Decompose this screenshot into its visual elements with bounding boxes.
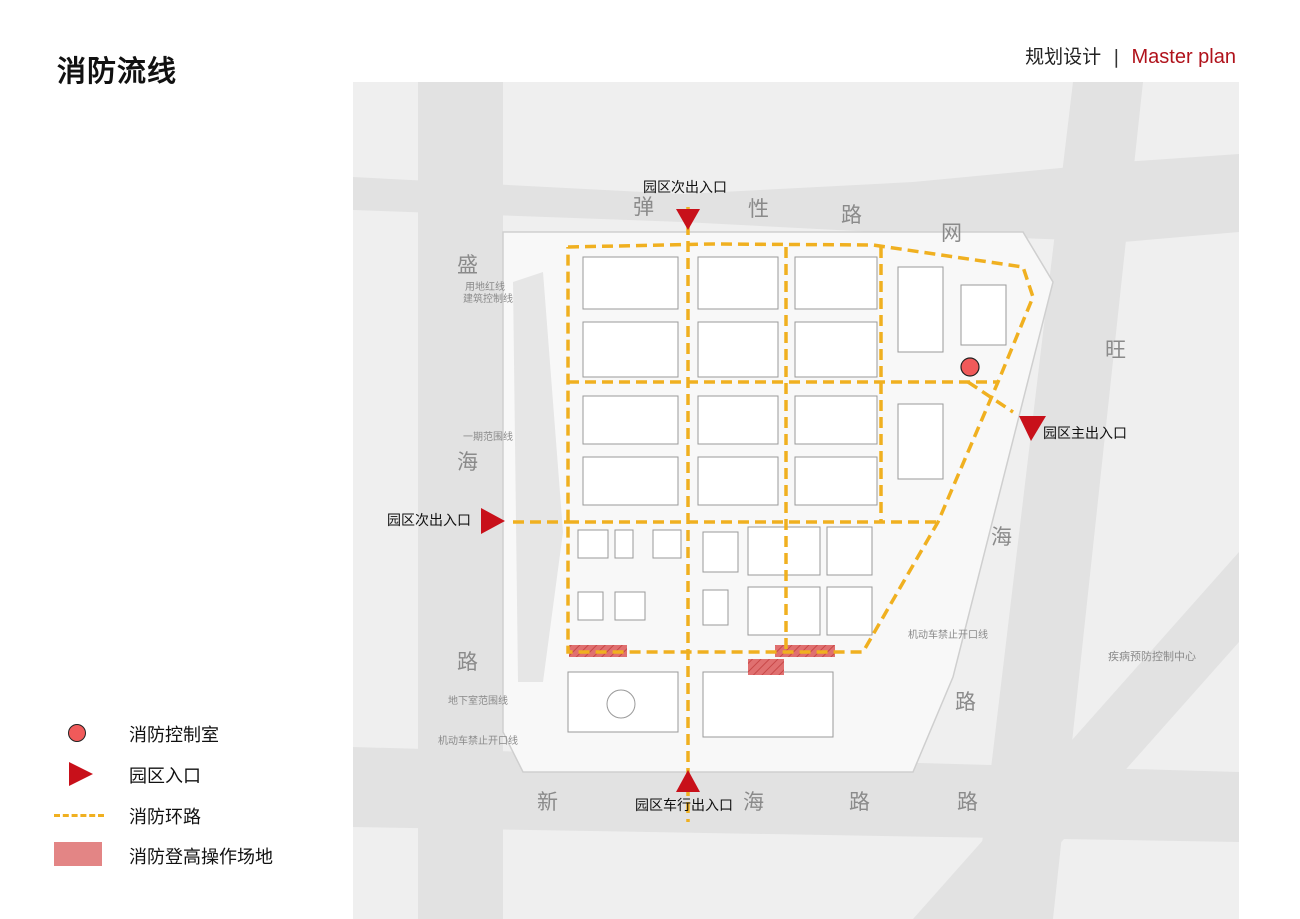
road-char: 路 bbox=[849, 790, 870, 814]
road-char: 路 bbox=[955, 690, 976, 714]
section-header: 规划设计 | Master plan bbox=[1025, 42, 1236, 69]
control-room-dot bbox=[960, 357, 980, 377]
road-char: 新 bbox=[537, 790, 558, 814]
north-entrance-label: 园区次出入口 bbox=[643, 180, 727, 196]
road-char: 网 bbox=[941, 221, 962, 245]
round-building bbox=[606, 689, 636, 719]
legend-label: 园区入口 bbox=[129, 766, 201, 787]
east-entrance-label: 园区主出入口 bbox=[1043, 426, 1127, 442]
road-char: 路 bbox=[957, 790, 978, 814]
dashed-route-icon bbox=[54, 798, 104, 832]
south-entrance-marker bbox=[676, 770, 700, 792]
road-char: 性 bbox=[748, 197, 769, 221]
legend-label: 消防登高操作场地 bbox=[129, 847, 273, 868]
legend-item-entrance: 园区入口 bbox=[54, 757, 314, 791]
map-note: 机动车禁止开口线 bbox=[438, 734, 518, 747]
west-greenbelt bbox=[513, 272, 563, 682]
road-char: 路 bbox=[841, 203, 862, 227]
map-note: 机动车禁止开口线 bbox=[908, 628, 988, 641]
north-entrance-marker bbox=[676, 209, 700, 230]
control-room-icon bbox=[54, 716, 104, 750]
climbing-area-icon bbox=[54, 838, 104, 872]
map-note: 地下室范围线 bbox=[448, 694, 508, 707]
road-names: 弹 性 路 网 盛 海 路 旺 海 路 路 新 海 路 bbox=[457, 195, 1126, 814]
road-char: 海 bbox=[457, 450, 478, 474]
east-entrance-marker bbox=[1019, 416, 1046, 441]
south-entrance-label: 园区车行出入口 bbox=[635, 797, 733, 814]
section-separator: | bbox=[1113, 46, 1120, 68]
road-char: 路 bbox=[457, 650, 478, 674]
legend-item-control-room: 消防控制室 bbox=[54, 716, 314, 750]
entrance-triangle-icon bbox=[54, 757, 104, 791]
map-note: 建筑控制线 bbox=[463, 292, 513, 305]
legend-label: 消防环路 bbox=[129, 807, 201, 828]
buildings bbox=[567, 256, 1007, 738]
fire-loop-road bbox=[513, 207, 1035, 822]
site-plan: 园区次出入口 园区次出入口 园区主出入口 园区车行出入口 弹 性 路 网 盛 海… bbox=[353, 82, 1239, 919]
road-char: 盛 bbox=[457, 253, 478, 277]
legend-item-climbing-area: 消防登高操作场地 bbox=[54, 838, 314, 872]
map-note: 疾病预防控制中心 bbox=[1108, 649, 1196, 663]
west-entrance-marker bbox=[481, 508, 505, 534]
road-char: 旺 bbox=[1105, 338, 1126, 362]
legend-label: 消防控制室 bbox=[129, 725, 219, 746]
site-plan-svg: 园区次出入口 园区次出入口 园区主出入口 园区车行出入口 弹 性 路 网 盛 海… bbox=[353, 82, 1239, 919]
section-title-cn: 规划设计 bbox=[1025, 46, 1102, 68]
page-title: 消防流线 bbox=[57, 54, 178, 88]
section-title-en: Master plan bbox=[1131, 46, 1237, 68]
climbing-area bbox=[748, 659, 784, 675]
map-notes: 疾病预防控制中心 机动车禁止开口线 机动车禁止开口线 一期范围线 用地红线 建筑… bbox=[438, 280, 1196, 747]
road-char: 海 bbox=[991, 525, 1012, 549]
roads bbox=[353, 82, 1239, 919]
west-entrance-label: 园区次出入口 bbox=[387, 513, 471, 529]
map-note: 一期范围线 bbox=[463, 430, 513, 443]
road-char: 海 bbox=[743, 790, 764, 814]
map-note: 用地红线 bbox=[465, 280, 505, 293]
road-char: 弹 bbox=[633, 195, 654, 219]
legend-item-fire-route: 消防环路 bbox=[54, 798, 314, 832]
